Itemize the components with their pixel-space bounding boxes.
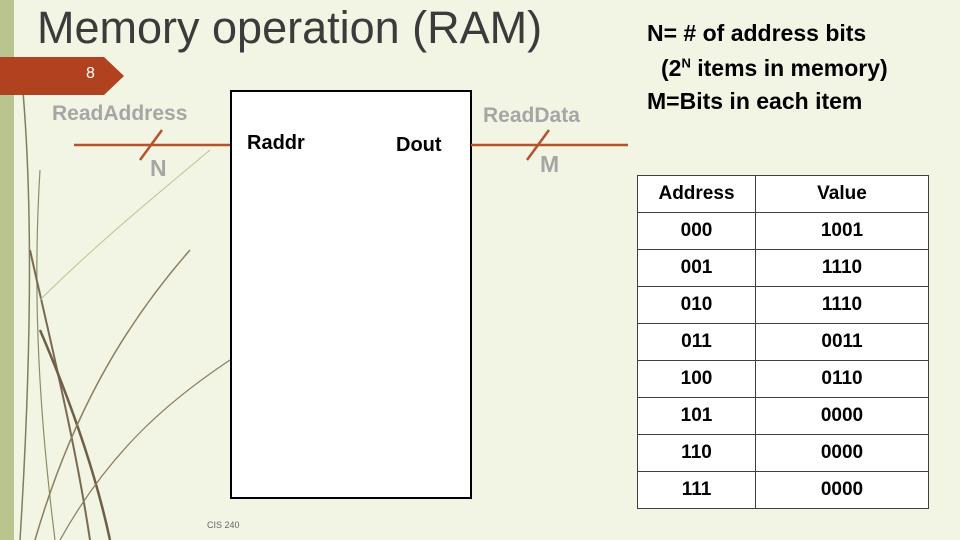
value-cell: 0000 xyxy=(755,397,929,435)
address-cell: 001 xyxy=(637,249,756,287)
table-header-row: Address Value xyxy=(637,175,929,213)
read-address-bus-slash xyxy=(138,129,164,161)
legend-items-prefix: (2 xyxy=(661,55,682,81)
slide-number: 8 xyxy=(86,65,95,82)
slide-title: Memory operation (RAM) xyxy=(37,2,543,53)
slide-number-badge: 8 xyxy=(0,57,124,95)
legend-items-exponent: N xyxy=(681,55,691,71)
address-cell: 010 xyxy=(637,286,756,324)
value-cell: 0000 xyxy=(755,434,929,472)
address-cell: 111 xyxy=(637,471,756,509)
legend-bits-per-item: M=Bits in each item xyxy=(647,88,863,114)
value-cell: 1110 xyxy=(755,249,929,287)
value-cell: 0000 xyxy=(755,471,929,509)
value-cell: 1001 xyxy=(755,212,929,250)
read-data-label: ReadData xyxy=(483,104,580,127)
dout-port-label: Dout xyxy=(396,134,442,156)
address-cell: 100 xyxy=(637,360,756,398)
legend-items-suffix: items in memory) xyxy=(690,55,888,81)
read-address-label: ReadAddress xyxy=(52,102,188,125)
address-width-label: N xyxy=(150,155,167,181)
address-cell: 101 xyxy=(637,397,756,435)
value-cell: 1110 xyxy=(755,286,929,324)
address-cell: 011 xyxy=(637,323,756,361)
address-cell: 000 xyxy=(637,212,756,250)
side-band xyxy=(0,0,14,540)
column-header-value: Value xyxy=(755,175,929,213)
slide-footer: CIS 240 xyxy=(207,520,240,530)
data-width-label: M xyxy=(540,151,560,177)
value-cell: 0011 xyxy=(755,323,929,361)
address-cell: 110 xyxy=(637,434,756,472)
legend-address-bits: N= # of address bits xyxy=(647,20,867,46)
read-data-bus-slash xyxy=(525,129,551,161)
column-header-address: Address xyxy=(637,175,756,213)
memory-block xyxy=(230,90,472,499)
raddr-port-label: Raddr xyxy=(247,132,305,154)
value-cell: 0110 xyxy=(755,360,929,398)
legend-items-in-memory: (2N items in memory) xyxy=(661,55,888,82)
